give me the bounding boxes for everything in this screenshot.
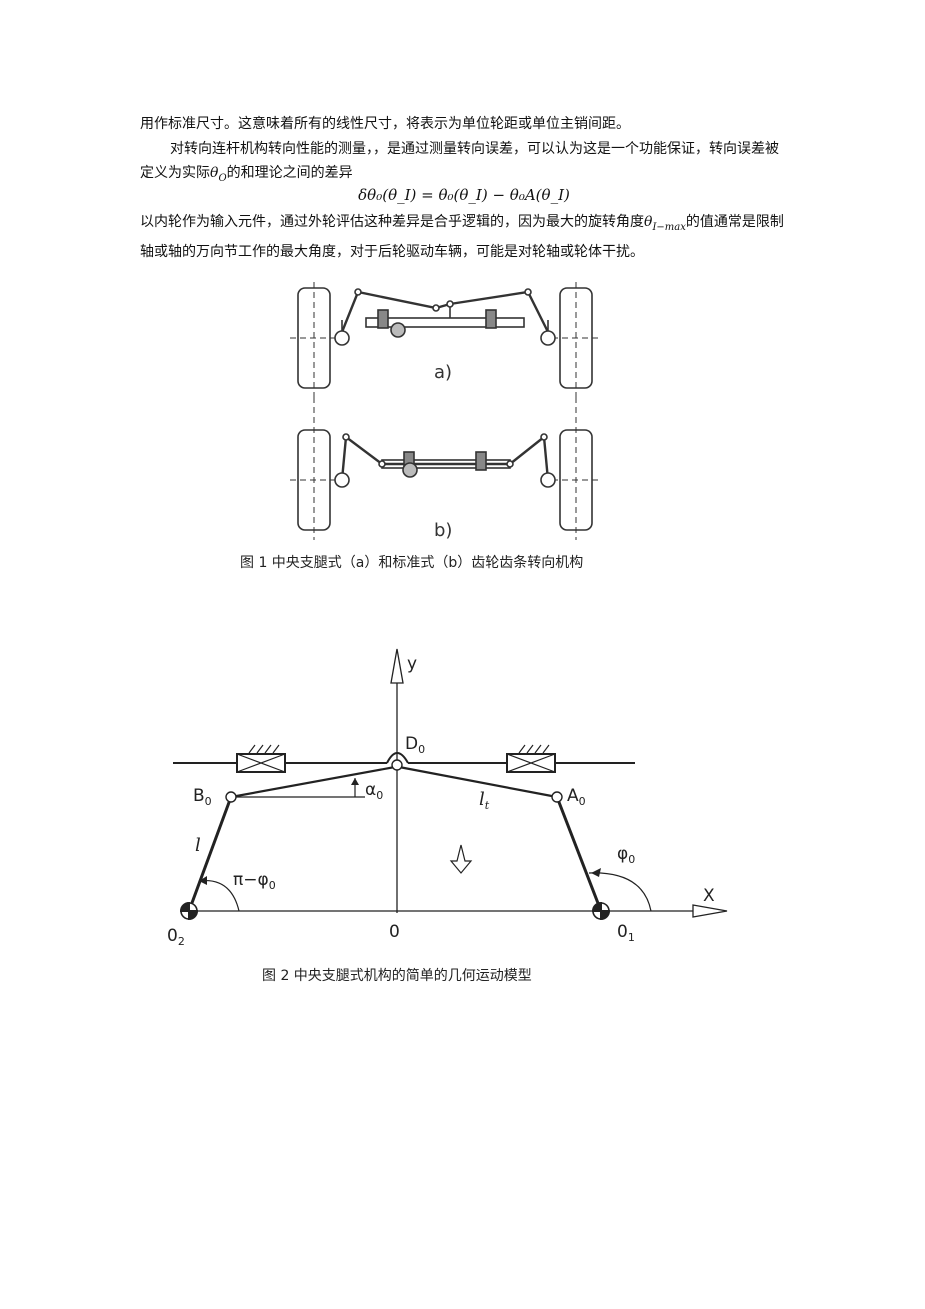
theta-o-symbol: θO xyxy=(210,165,227,184)
point-o2-label: 02 xyxy=(167,926,185,948)
lt-label: lt xyxy=(479,789,490,812)
fig1-label-b: b) xyxy=(434,520,452,541)
point-b0-label: B0 xyxy=(193,786,212,808)
equation: δθ₀(θ_I) = θ₀(θ_I) − θ₀A(θ_I) xyxy=(358,186,570,204)
axis-y-label: y xyxy=(407,654,417,674)
figure-1-diagram: a) b) xyxy=(290,282,600,541)
theta-imax-symbol: θI−max xyxy=(644,214,686,233)
point-o1-label: 01 xyxy=(617,922,635,944)
l-label: l xyxy=(195,835,201,856)
para3-text-b: 的值通常是限制轴或轴的万向节工作的最大角度，对于后轮驱动车辆，可能是对轮轴或轮体… xyxy=(140,214,784,260)
fig1-label-a: a) xyxy=(434,362,452,383)
paragraph-1: 用作标准尺寸。这意味着所有的线性尺寸，将表示为单位轮距或单位主销间距。 xyxy=(140,116,630,132)
point-d0-label: D0 xyxy=(405,734,425,756)
figure-1-caption: 图 1 中央支腿式（a）和标准式（b）齿轮齿条转向机构 xyxy=(240,555,584,571)
axis-x-label: X xyxy=(703,886,715,906)
paragraph-2: 对转向连杆机构转向性能的测量，，是通过测量转向误差，可以认为这是一个功能保证，转… xyxy=(140,137,790,191)
paragraph-3: 以内轮作为输入元件，通过外轮评估这种差异是合乎逻辑的，因为最大的旋转角度θI−m… xyxy=(140,210,790,264)
pi-minus-phi0-label: π−φ0 xyxy=(233,870,276,892)
para2-text-a: 对转向连杆机构转向性能的测量，，是通过测量转向误差，可以认为这是一个功能保证，转… xyxy=(140,141,779,181)
figure-2-diagram: y X D0 B0 A0 α0 lt l π−φ0 φ0 0 01 02 xyxy=(167,648,728,948)
point-a0-label: A0 xyxy=(567,786,586,808)
figure-2-caption: 图 2 中央支腿式机构的简单的几何运动模型 xyxy=(262,968,532,984)
para3-text-a: 以内轮作为输入元件，通过外轮评估这种差异是合乎逻辑的，因为最大的旋转角度 xyxy=(140,214,644,230)
para2-text-b: 的和理论之间的差异 xyxy=(226,165,353,181)
origin-label: 0 xyxy=(389,922,400,942)
alpha0-label: α0 xyxy=(365,780,383,802)
phi0-label: φ0 xyxy=(617,844,635,866)
